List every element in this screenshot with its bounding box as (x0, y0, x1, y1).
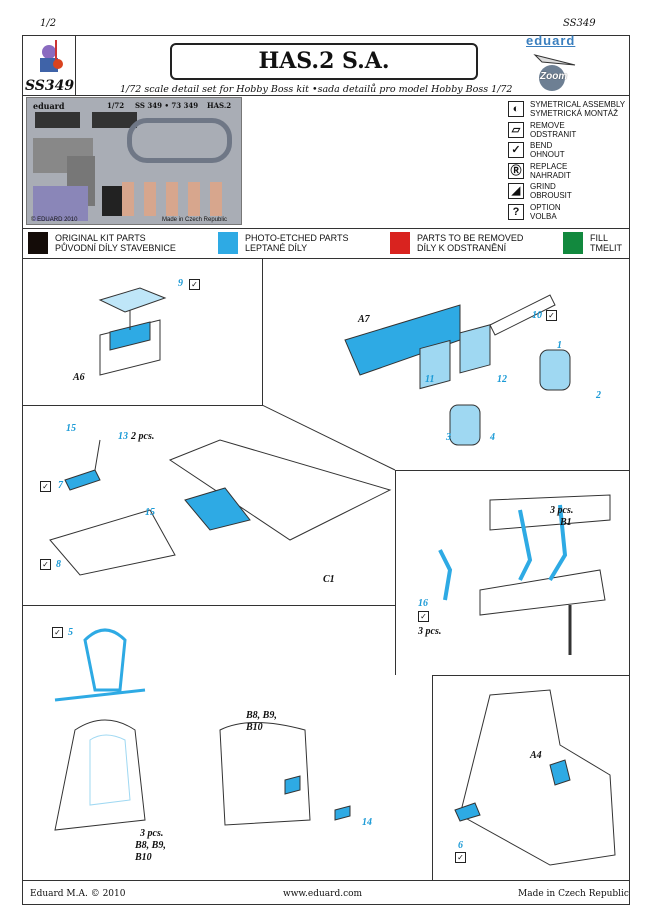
pieces-16: 3 pcs. (418, 626, 442, 637)
kit-part-C1: C1 (323, 574, 335, 585)
pe-part-13: 13 (118, 431, 128, 442)
zoom-logo (533, 54, 576, 91)
page-title: HAS.2 S.A. (258, 48, 390, 74)
page-number: 1/2 (40, 18, 57, 29)
swatch-kit-parts (28, 232, 48, 254)
brand-logo: eduard (526, 33, 576, 48)
pieces-B8: 3 pcs. (140, 828, 164, 839)
kit-part-B8-B9: B8, B9, (135, 840, 166, 851)
pe-part-10: 10 (532, 310, 542, 321)
fret-made: Made in Czech Republic (162, 217, 228, 223)
fret-brand: eduard (33, 101, 65, 111)
bend-icon: ✓ (40, 481, 51, 492)
pe-part-3: 3 (446, 432, 451, 443)
kit-part-A4: A4 (530, 750, 542, 761)
bend-icon: ✓ (52, 627, 63, 638)
pe-part-2: 2 (596, 390, 601, 401)
set-code: SS349 (25, 78, 75, 94)
pe-part-12: 12 (497, 374, 507, 385)
kit-part-A6: A6 (73, 372, 85, 383)
kit-part-A7: A7 (358, 314, 370, 325)
symmetrical-icon: ◐ (508, 101, 524, 117)
bend-icon: ✓ (189, 279, 200, 290)
kit-part-B8-B9-top: B8, B9, (246, 710, 277, 721)
kit-part-B10: B10 (135, 852, 152, 863)
pe-part-11: 11 (425, 374, 435, 385)
mascot-logo (40, 40, 63, 72)
swatch-photo-etched (218, 232, 238, 254)
step3-drawing (49, 439, 392, 576)
subtitle: 1/72 scale detail set for Hobby Boss kit… (120, 84, 513, 95)
bend-icon: ✓ (546, 310, 557, 321)
replace-icon: Ⓡ (508, 162, 524, 179)
footer-website[interactable]: www.eduard.com (283, 889, 363, 899)
step2-drawing (344, 294, 571, 446)
code-top: SS349 (563, 18, 596, 29)
remove-icon: ▱ (508, 121, 524, 138)
fret-copyright: © EDUARD 2010 (31, 217, 78, 223)
step4-drawing (438, 494, 611, 655)
bend-icon: ✓ (418, 611, 429, 622)
footer-made-in: Made in Czech Republic (518, 889, 629, 899)
zoom-logo-text: Zoom (540, 71, 568, 82)
pe-part-14: 14 (362, 817, 372, 828)
swatch-fill (563, 232, 583, 254)
step5-drawing (54, 628, 351, 831)
step1-drawing (98, 287, 167, 376)
fret-code: SS 349 • 73 349 (135, 101, 199, 110)
kit-part-B1: B1 (560, 517, 572, 528)
pe-part-8: 8 (56, 559, 61, 570)
pe-part-16: 16 (418, 598, 428, 609)
pe-part-6: 6 (458, 840, 463, 851)
swatch-remove (390, 232, 410, 254)
option-icon: ? (508, 203, 524, 220)
title-plate: HAS.2 S.A. (170, 43, 478, 80)
step6-drawing (454, 689, 616, 866)
bend-icon: ✓ (40, 559, 51, 570)
pieces-13: 2 pcs. (131, 431, 155, 442)
footer-copyright: Eduard M.A. © 2010 (30, 889, 126, 899)
fret-scale: 1/72 (107, 101, 125, 110)
pe-part-15b: 15 (145, 507, 155, 518)
pe-part-5: 5 (68, 627, 73, 638)
bend-icon: ✓ (455, 852, 466, 863)
pieces-B1: 3 pcs. (550, 505, 574, 516)
pe-part-4: 4 (490, 432, 495, 443)
grind-icon: ◢ (508, 183, 524, 199)
bend-icon: ✓ (508, 142, 524, 158)
pe-part-9: 9 (178, 278, 183, 289)
kit-part-B10-top: B10 (246, 722, 263, 733)
pe-part-15: 15 (66, 423, 76, 434)
fret-name: HAS.2 (207, 101, 232, 110)
photo-etched-fret: eduard 1/72 SS 349 • 73 349 HAS.2 © EDUA… (26, 97, 242, 225)
pe-part-1: 1 (557, 340, 562, 351)
pe-part-7: 7 (58, 480, 63, 491)
